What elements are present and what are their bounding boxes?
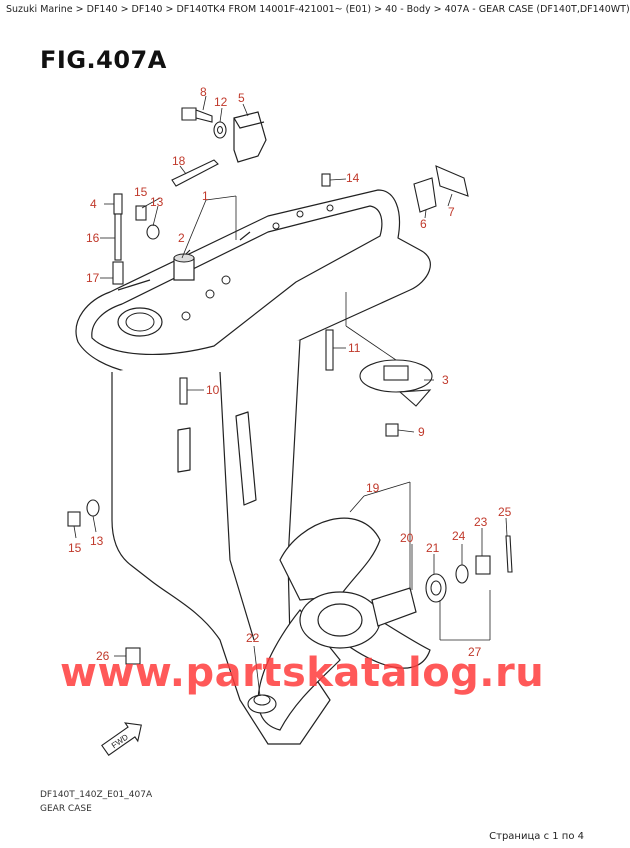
figure-caption: GEAR CASE: [40, 804, 92, 814]
callout-8[interactable]: 8: [200, 85, 207, 99]
water-passage: [117, 307, 163, 337]
stud-assembly: [112, 193, 124, 285]
callout-20[interactable]: 20: [400, 531, 414, 545]
gear-case-diagram: FWD: [67, 85, 513, 757]
callout-2[interactable]: 2: [178, 231, 185, 245]
spacer-22: [247, 694, 277, 714]
callout-11[interactable]: 11: [348, 341, 361, 355]
callout-24[interactable]: 24: [452, 529, 466, 543]
figure-code: DF140T_140Z_E01_407A: [40, 790, 153, 800]
gasket-13-lower: [86, 499, 100, 517]
callout-16[interactable]: 16: [86, 231, 100, 245]
washer-24: [455, 564, 469, 584]
stud-4: [113, 193, 123, 215]
bolt-10: [179, 377, 188, 405]
plug-15-lower: [67, 511, 81, 527]
callout-3[interactable]: 3: [442, 373, 449, 387]
pin-18: [171, 159, 219, 187]
callout-13-lower[interactable]: 13: [90, 534, 104, 548]
callout-15-lower[interactable]: 15: [68, 541, 82, 555]
callout-27[interactable]: 27: [468, 645, 482, 659]
bolt-11: [325, 329, 334, 371]
callout-5[interactable]: 5: [238, 91, 245, 105]
breadcrumb-path[interactable]: Suzuki Marine > DF140 > DF140 > DF140TK4…: [6, 4, 630, 15]
callout-10[interactable]: 10: [206, 383, 220, 397]
trim-tab-3: [359, 359, 433, 407]
washer-21: [425, 573, 447, 603]
dowel-14: [321, 173, 331, 187]
propeller-20: [257, 517, 431, 731]
gear-case-housing: [75, 189, 431, 745]
bolt-9: [385, 423, 399, 437]
callout-21[interactable]: 21: [426, 541, 440, 555]
fwd-arrow: FWD: [101, 722, 142, 757]
anode-6-7: [413, 165, 469, 213]
nut-23: [475, 555, 491, 575]
gasket-13-upper: [146, 224, 160, 240]
stud-16: [114, 213, 122, 261]
callout-15-upper[interactable]: 15: [134, 185, 148, 199]
bolt-8: [181, 107, 213, 123]
callout-1[interactable]: 1: [202, 189, 209, 203]
cover-5: [233, 111, 267, 163]
callout-4[interactable]: 4: [90, 197, 97, 211]
callout-26[interactable]: 26: [96, 649, 110, 663]
breadcrumb[interactable]: Suzuki Marine > DF140 > DF140 > DF140TK4…: [6, 4, 630, 15]
callout-19[interactable]: 19: [366, 481, 380, 495]
callout-23[interactable]: 23: [474, 515, 488, 529]
callout-7[interactable]: 7: [448, 205, 455, 219]
pagination[interactable]: Страница с 1 по 4: [489, 831, 584, 842]
callout-14[interactable]: 14: [346, 171, 360, 185]
callout-numbers: 8 12 5 18 4 15 13 1 2 16 17 14 6 7 11 3 …: [68, 85, 512, 663]
watermark: www.partskatalog.ru: [60, 650, 545, 696]
callout-18[interactable]: 18: [172, 154, 186, 168]
callout-9[interactable]: 9: [418, 425, 425, 439]
cotter-pin-25: [505, 535, 513, 573]
figure-title: FIG.407A: [40, 46, 167, 74]
callout-13-upper[interactable]: 13: [150, 195, 164, 209]
callout-12[interactable]: 12: [214, 95, 228, 109]
stud-17: [112, 261, 124, 285]
callout-25[interactable]: 25: [498, 505, 512, 519]
callout-17[interactable]: 17: [86, 271, 100, 285]
callout-6[interactable]: 6: [420, 217, 427, 231]
leader-lines: [73, 95, 508, 697]
plug-15-upper: [135, 205, 147, 221]
callout-22[interactable]: 22: [246, 631, 260, 645]
